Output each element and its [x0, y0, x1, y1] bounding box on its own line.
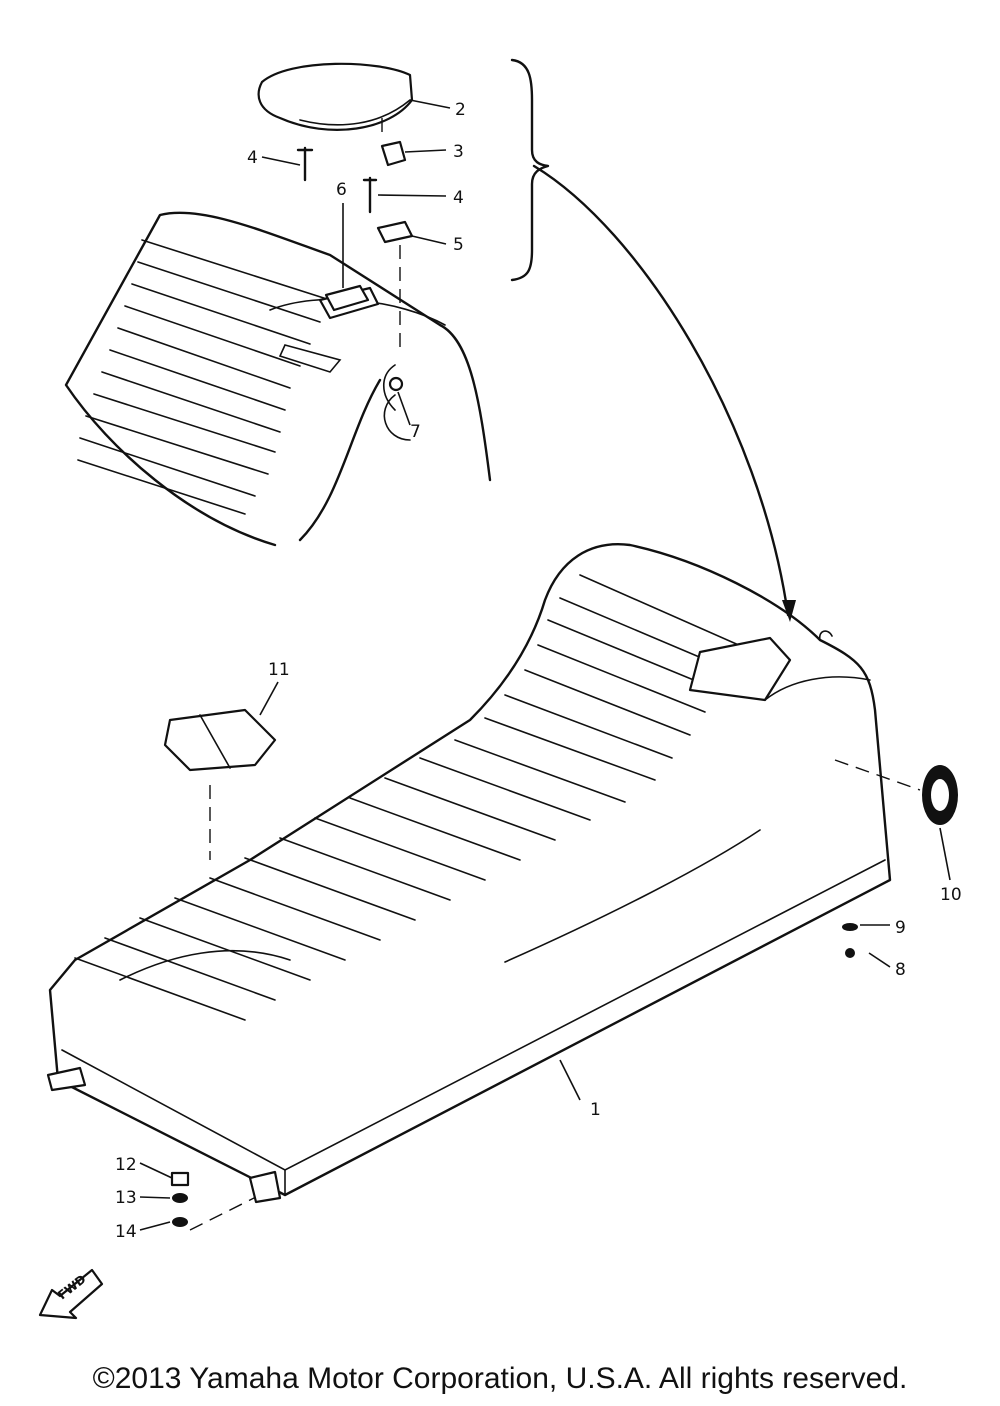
- part-2-cushion: [257, 62, 414, 140]
- part-7-fastener: [388, 376, 404, 392]
- detail-brace: [510, 58, 550, 282]
- callout-8: 8: [895, 960, 906, 980]
- callout-2: 2: [455, 100, 466, 120]
- part-12-bolt: [170, 1171, 190, 1187]
- part-8-bolt: [845, 948, 855, 958]
- connector-arrowhead: [782, 600, 796, 622]
- mounting-tab-front: [46, 1066, 87, 1092]
- callout-10: 10: [940, 885, 962, 905]
- part-10-emblem: [834, 759, 958, 825]
- part-4-bolt-upper: [296, 146, 314, 182]
- detail-connector-arrow: [532, 164, 790, 617]
- part-5-clip: [376, 220, 414, 244]
- part-11-tool-bag: [163, 708, 277, 860]
- callout-12: 12: [115, 1155, 137, 1175]
- seat-detail-inset: [64, 211, 492, 547]
- part-6-plate: [324, 284, 370, 312]
- callout-6: 6: [336, 180, 347, 200]
- callout-13: 13: [115, 1188, 137, 1208]
- part-9-washer: [842, 923, 858, 931]
- seat-exploded-diagram: 1 2 3 4 4 5 6 7 8 9 10 11 12 13 14 FWD: [38, 58, 962, 1320]
- part-3-bracket: [380, 140, 407, 167]
- callout-4b: 4: [453, 188, 464, 208]
- callout-5: 5: [453, 235, 464, 255]
- callout-7: 7: [410, 422, 421, 442]
- callout-9: 9: [895, 918, 906, 938]
- callout-3: 3: [453, 142, 464, 162]
- callout-14: 14: [115, 1222, 137, 1242]
- copyright-notice: ©2013 Yamaha Motor Corporation, U.S.A. A…: [92, 1362, 908, 1395]
- fwd-arrow-icon: FWD: [38, 1268, 104, 1320]
- part-13-washer: [172, 1193, 188, 1203]
- part-4-bolt-lower: [362, 176, 378, 214]
- part-14-nut: [172, 1217, 188, 1227]
- mounting-tab-rear: [248, 1170, 282, 1204]
- callout-1: 1: [590, 1100, 601, 1120]
- callout-11: 11: [268, 660, 290, 680]
- leader-lines: [139, 99, 951, 1231]
- callout-4a: 4: [247, 148, 258, 168]
- part-1-seat: [48, 543, 892, 1197]
